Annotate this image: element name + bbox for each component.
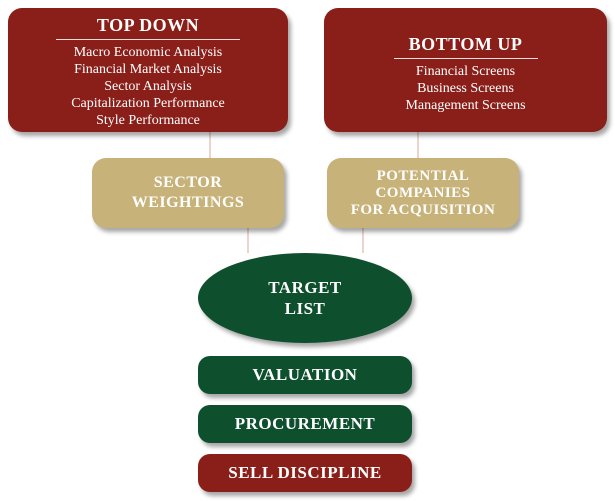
valuation-label: VALUATION [252, 365, 358, 384]
procurement-box: PROCUREMENT [198, 405, 412, 443]
list-item: Style Performance [96, 113, 200, 128]
list-item: Management Screens [405, 98, 526, 113]
top-down-list: Macro Economic Analysis Financial Market… [8, 44, 288, 129]
top-down-title: TOP DOWN [56, 15, 240, 40]
sell-discipline-box: SELL DISCIPLINE [198, 454, 412, 492]
list-item: Financial Market Analysis [74, 62, 222, 77]
bottom-up-title: BOTTOM UP [393, 34, 538, 59]
procurement-label: PROCUREMENT [234, 414, 376, 433]
top-down-box: TOP DOWN Macro Economic Analysis Financi… [8, 8, 288, 132]
bottom-up-box: BOTTOM UP Financial Screens Business Scr… [324, 8, 607, 132]
list-item: Financial Screens [415, 64, 516, 79]
sector-weightings-line1: SECTOR [153, 174, 223, 191]
potential-companies-line2: COMPANIES [375, 184, 471, 201]
list-item: Capitalization Performance [71, 96, 225, 111]
potential-companies-box: POTENTIAL COMPANIES FOR ACQUISITION [327, 158, 519, 228]
bottom-up-list: Financial Screens Business Screens Manag… [324, 63, 607, 114]
list-item: Macro Economic Analysis [73, 45, 223, 60]
valuation-box: VALUATION [198, 356, 412, 394]
sector-weightings-line2: WEIGHTINGS [131, 194, 245, 211]
sector-weightings-box: SECTOR WEIGHTINGS [92, 158, 284, 228]
list-item: Business Screens [417, 81, 514, 96]
target-list-line2: LIST [284, 299, 326, 318]
list-item: Sector Analysis [104, 79, 192, 94]
target-list-ellipse: TARGET LIST [198, 253, 412, 343]
target-list-line1: TARGET [268, 278, 342, 297]
potential-companies-line1: POTENTIAL [376, 167, 470, 184]
potential-companies-line3: FOR ACQUISITION [350, 201, 496, 218]
sell-discipline-label: SELL DISCIPLINE [228, 463, 382, 482]
